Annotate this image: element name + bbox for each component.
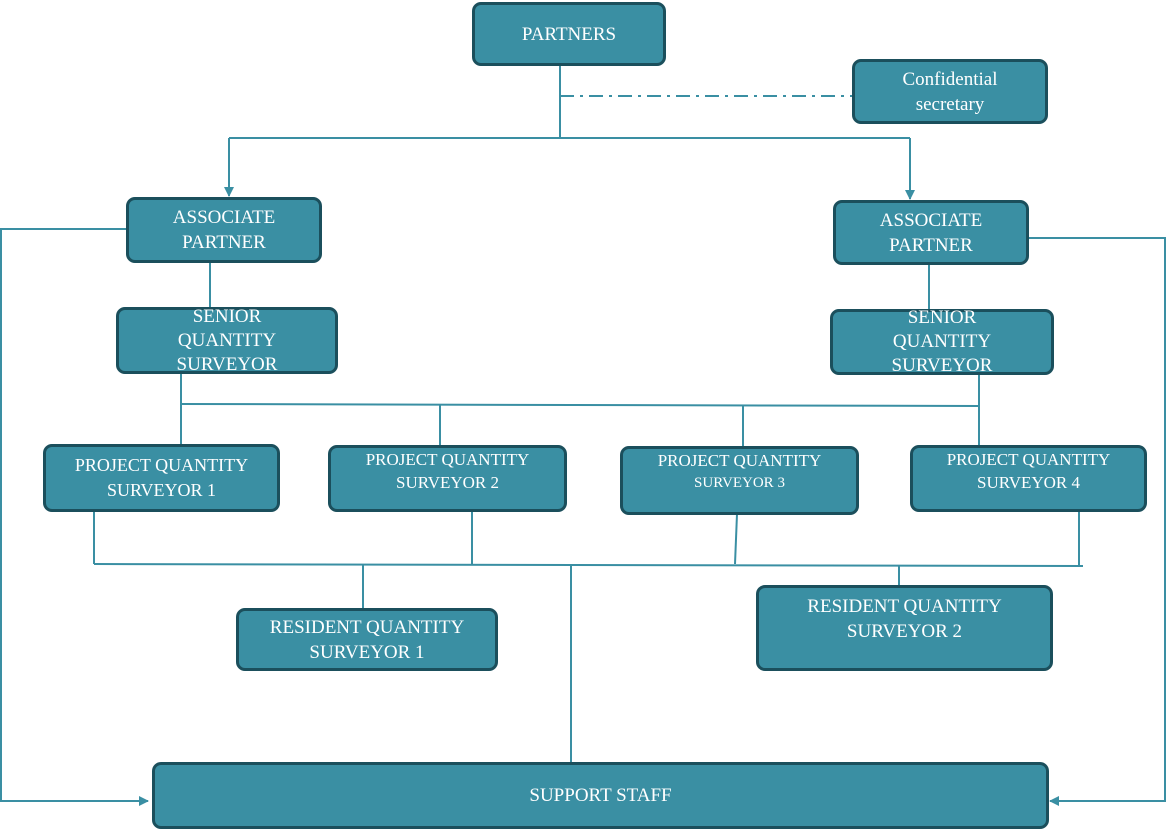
connector-project-3-down: [734, 513, 738, 565]
connector-lower-bar: [93, 563, 1084, 567]
senior-quantity-surveyor-left-box: SENIOR QUANTITY SURVEYOR: [116, 305, 338, 375]
project-2-line1: PROJECT QUANTITY: [365, 450, 530, 469]
project-2-line2: SURVEYOR 2: [395, 473, 499, 492]
resident-1-line1: RESIDENT QUANTITY: [269, 616, 465, 638]
project-quantity-surveyor-3-box: PROJECT QUANTITY SURVEYOR 3: [620, 446, 859, 515]
associate-left-line2: PARTNER: [182, 232, 266, 253]
senior-quantity-surveyor-right-box: SENIOR QUANTITY SURVEYOR: [830, 307, 1054, 376]
secretary-label-line1: Confidential: [902, 68, 998, 90]
connector-project-bar: [180, 403, 980, 407]
senior-right-line2: QUANTITY: [892, 331, 992, 352]
senior-left-line2: QUANTITY: [177, 329, 277, 351]
support-staff-label: SUPPORT STAFF: [529, 785, 672, 806]
senior-right-line1: SENIOR: [907, 307, 977, 328]
resident-quantity-surveyor-2-box: RESIDENT QUANTITY SURVEYOR 2: [756, 585, 1053, 671]
project-3-line1: PROJECT QUANTITY: [657, 451, 822, 470]
project-1-line1: PROJECT QUANTITY: [74, 455, 249, 475]
associate-right-line1: ASSOCIATE: [879, 209, 983, 231]
associate-partner-left-box: ASSOCIATE PARTNER: [126, 197, 322, 263]
arrow-associate-left-to-support: [0, 228, 149, 806]
partners-label: PARTNERS: [521, 23, 617, 45]
project-4-line2: SURVEYOR 4: [976, 473, 1080, 492]
partners-box: PARTNERS: [472, 2, 666, 66]
secretary-label-line2: secretary: [915, 93, 985, 115]
project-4-line1: PROJECT QUANTITY: [946, 450, 1111, 469]
project-quantity-surveyor-4-box: PROJECT QUANTITY SURVEYOR 4: [910, 445, 1147, 512]
associate-right-line2: PARTNER: [889, 234, 973, 256]
senior-right-line3: SURVEYOR: [891, 355, 993, 376]
resident-2-line2: SURVEYOR 2: [846, 621, 963, 642]
senior-left-line3: SURVEYOR: [176, 353, 278, 375]
resident-2-line1: RESIDENT QUANTITY: [807, 596, 1002, 617]
project-1-line2: SURVEYOR 1: [106, 480, 217, 500]
project-quantity-surveyor-1-box: PROJECT QUANTITY SURVEYOR 1: [43, 444, 280, 512]
project-3-line2: SURVEYOR 3: [694, 475, 785, 491]
resident-1-line2: SURVEYOR 1: [309, 641, 425, 663]
project-quantity-surveyor-2-box: PROJECT QUANTITY SURVEYOR 2: [328, 445, 567, 512]
arrow-associate-right-to-support: [1028, 237, 1166, 806]
associate-partner-right-box: ASSOCIATE PARTNER: [833, 200, 1029, 265]
senior-left-line1: SENIOR: [192, 305, 262, 327]
confidential-secretary-box: Confidential secretary: [852, 59, 1048, 124]
support-staff-box: SUPPORT STAFF: [152, 762, 1049, 829]
associate-left-line1: ASSOCIATE: [172, 207, 276, 228]
resident-quantity-surveyor-1-box: RESIDENT QUANTITY SURVEYOR 1: [236, 608, 498, 671]
